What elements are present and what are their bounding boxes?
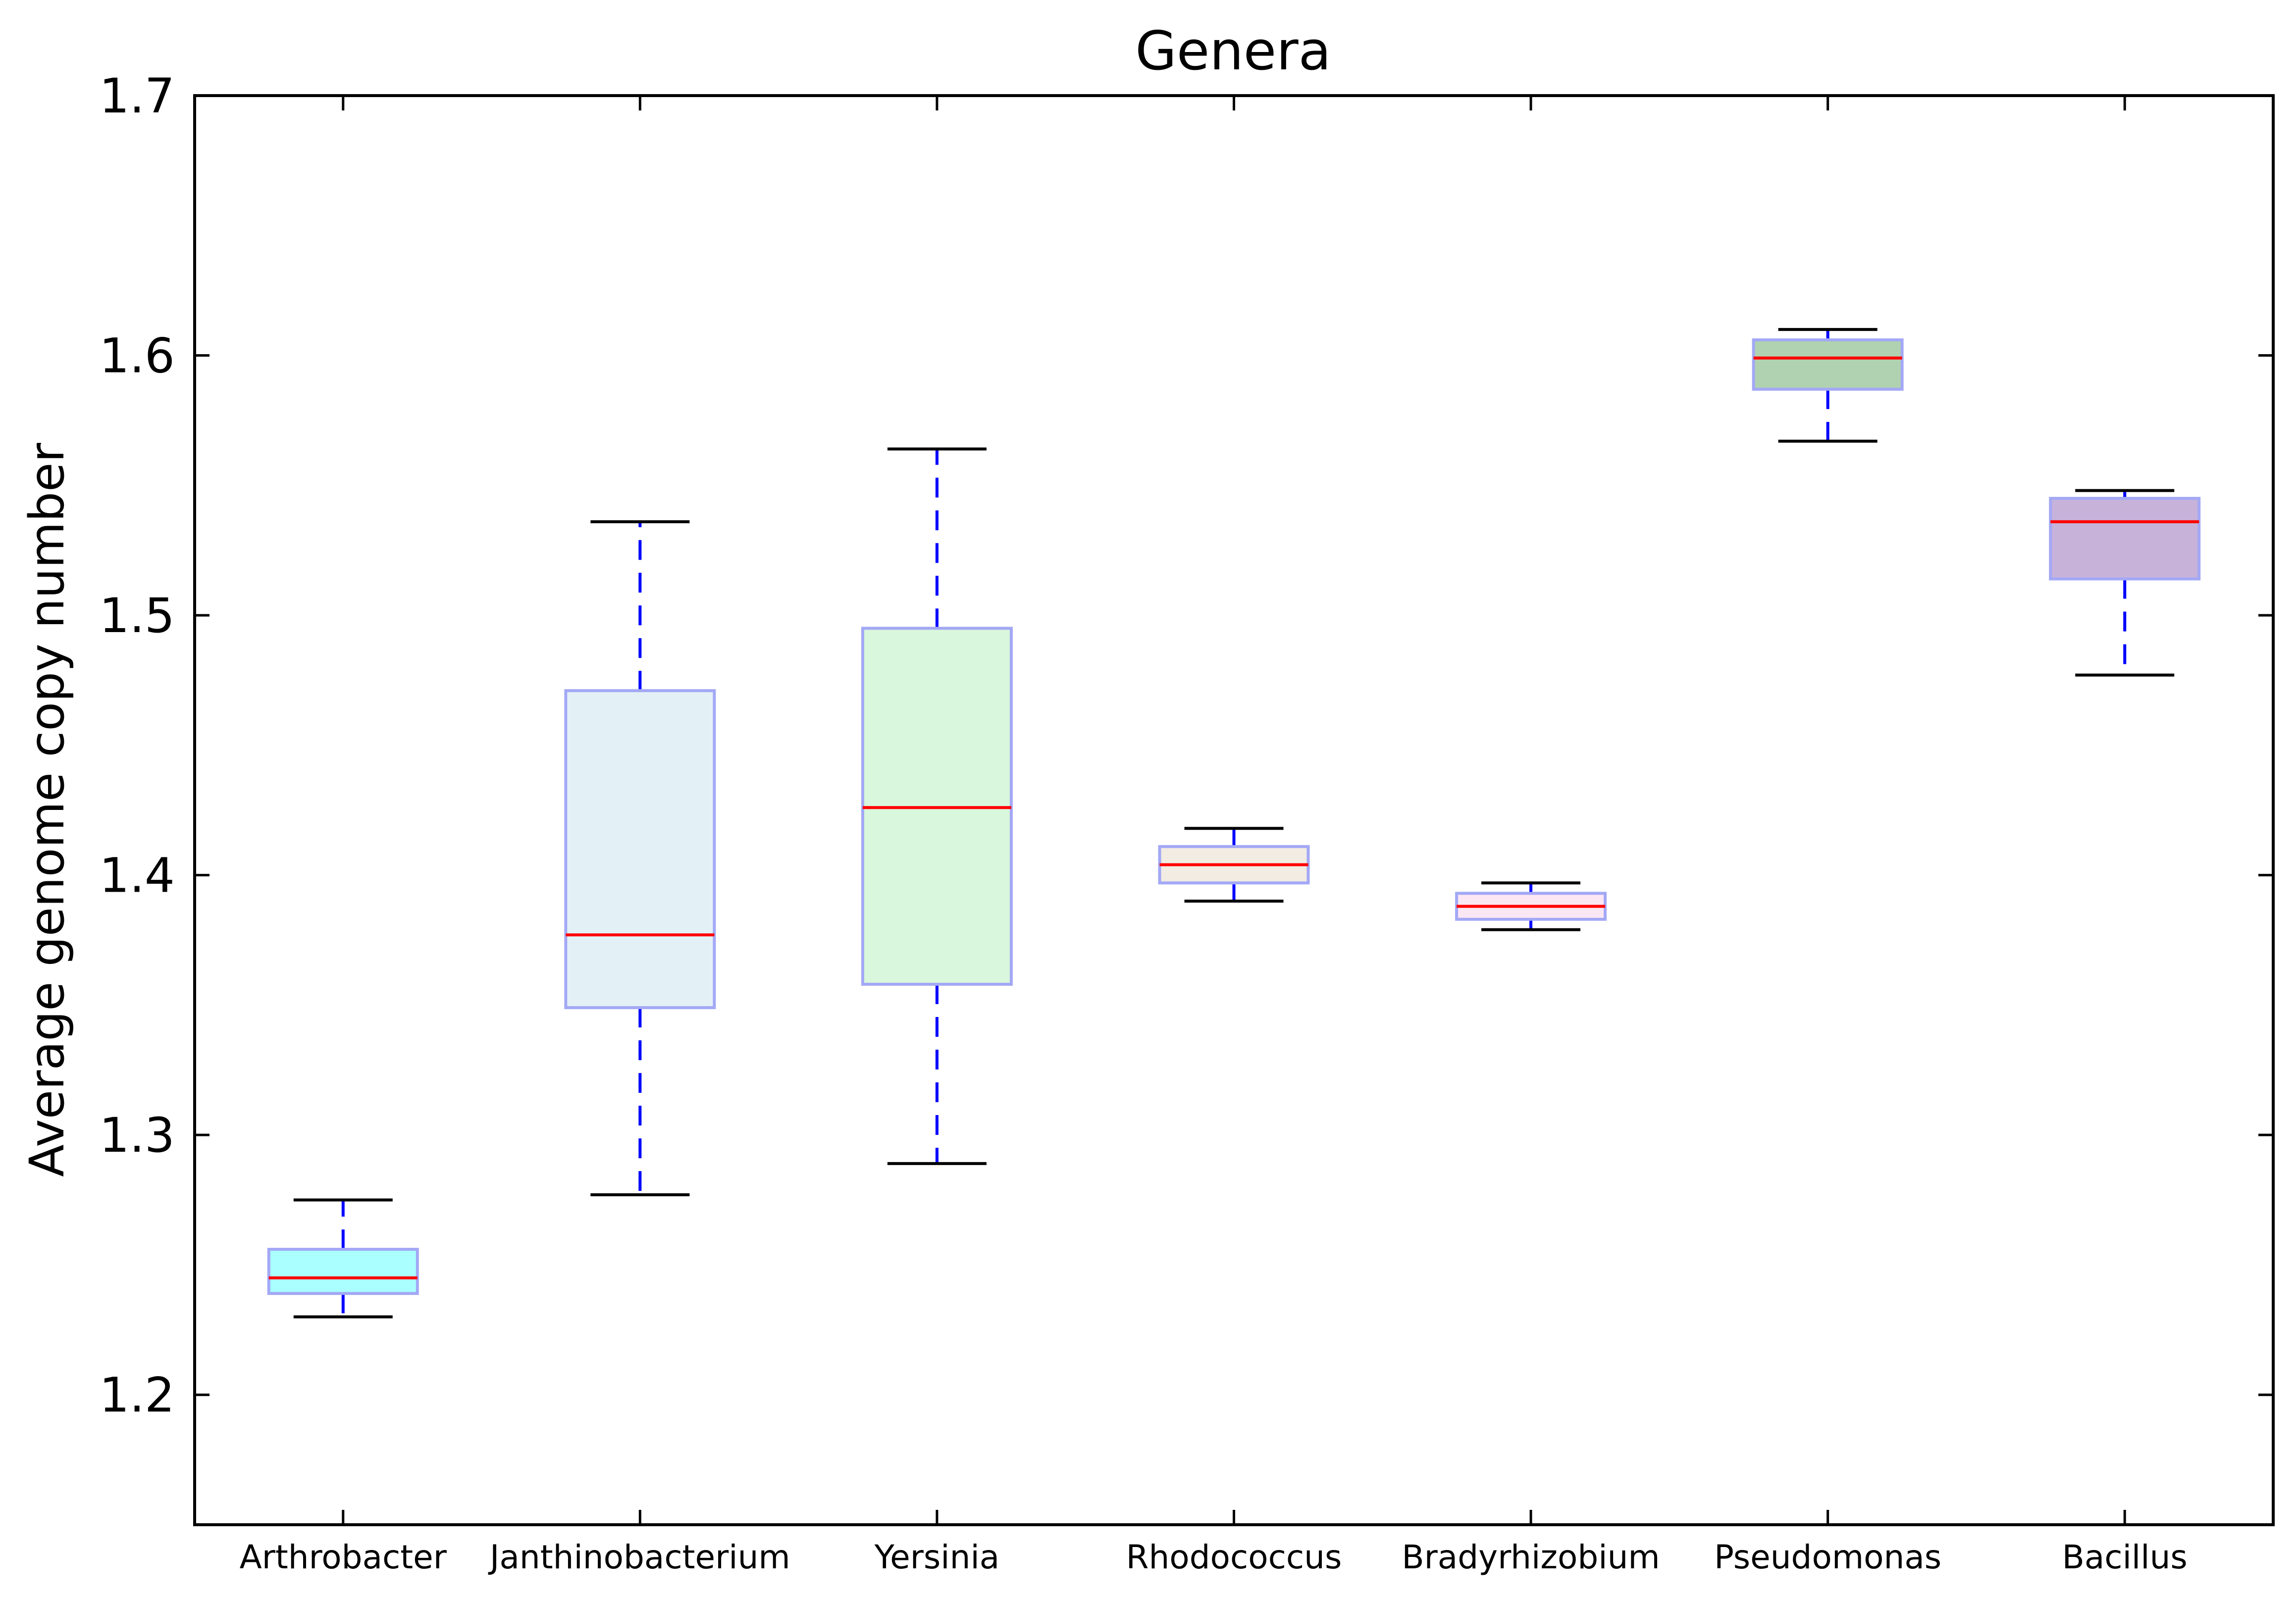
box-janthinobacterium — [564, 689, 716, 1010]
box-pseudomonas — [1752, 338, 1904, 391]
box-group-arthrobacter — [267, 1198, 419, 1319]
x-tick-label: Yersinia — [874, 1538, 1000, 1576]
y-tick-label: 1.7 — [99, 68, 175, 124]
chart-title: Genera — [1135, 20, 1331, 82]
x-tick-label: Pseudomonas — [1714, 1538, 1941, 1576]
box-bacillus — [2049, 497, 2201, 581]
box-group-pseudomonas — [1752, 328, 1904, 443]
y-tick-label: 1.5 — [99, 588, 175, 643]
x-tick-label: Bacillus — [2062, 1538, 2188, 1576]
box-group-bacillus — [2049, 489, 2201, 677]
x-tick-label: Bradyrhizobium — [1402, 1538, 1660, 1576]
y-axis-label: Average genome copy number — [19, 443, 75, 1177]
x-tick-label: Rhodococcus — [1126, 1538, 1342, 1576]
y-tick-label: 1.6 — [99, 328, 175, 384]
box-group-janthinobacterium — [564, 520, 716, 1196]
y-tick-label: 1.2 — [99, 1368, 175, 1423]
x-tick-label: Janthinobacterium — [488, 1538, 790, 1576]
box-arthrobacter — [267, 1247, 419, 1295]
y-tick-label: 1.4 — [99, 848, 175, 904]
boxes-layer — [267, 328, 2201, 1319]
x-tick-label: Arthrobacter — [240, 1538, 447, 1576]
box-group-yersinia — [861, 447, 1013, 1165]
y-tick-label: 1.3 — [99, 1108, 175, 1163]
box-group-rhodococcus — [1158, 827, 1310, 903]
box-group-bradyrhizobium — [1455, 881, 1607, 931]
